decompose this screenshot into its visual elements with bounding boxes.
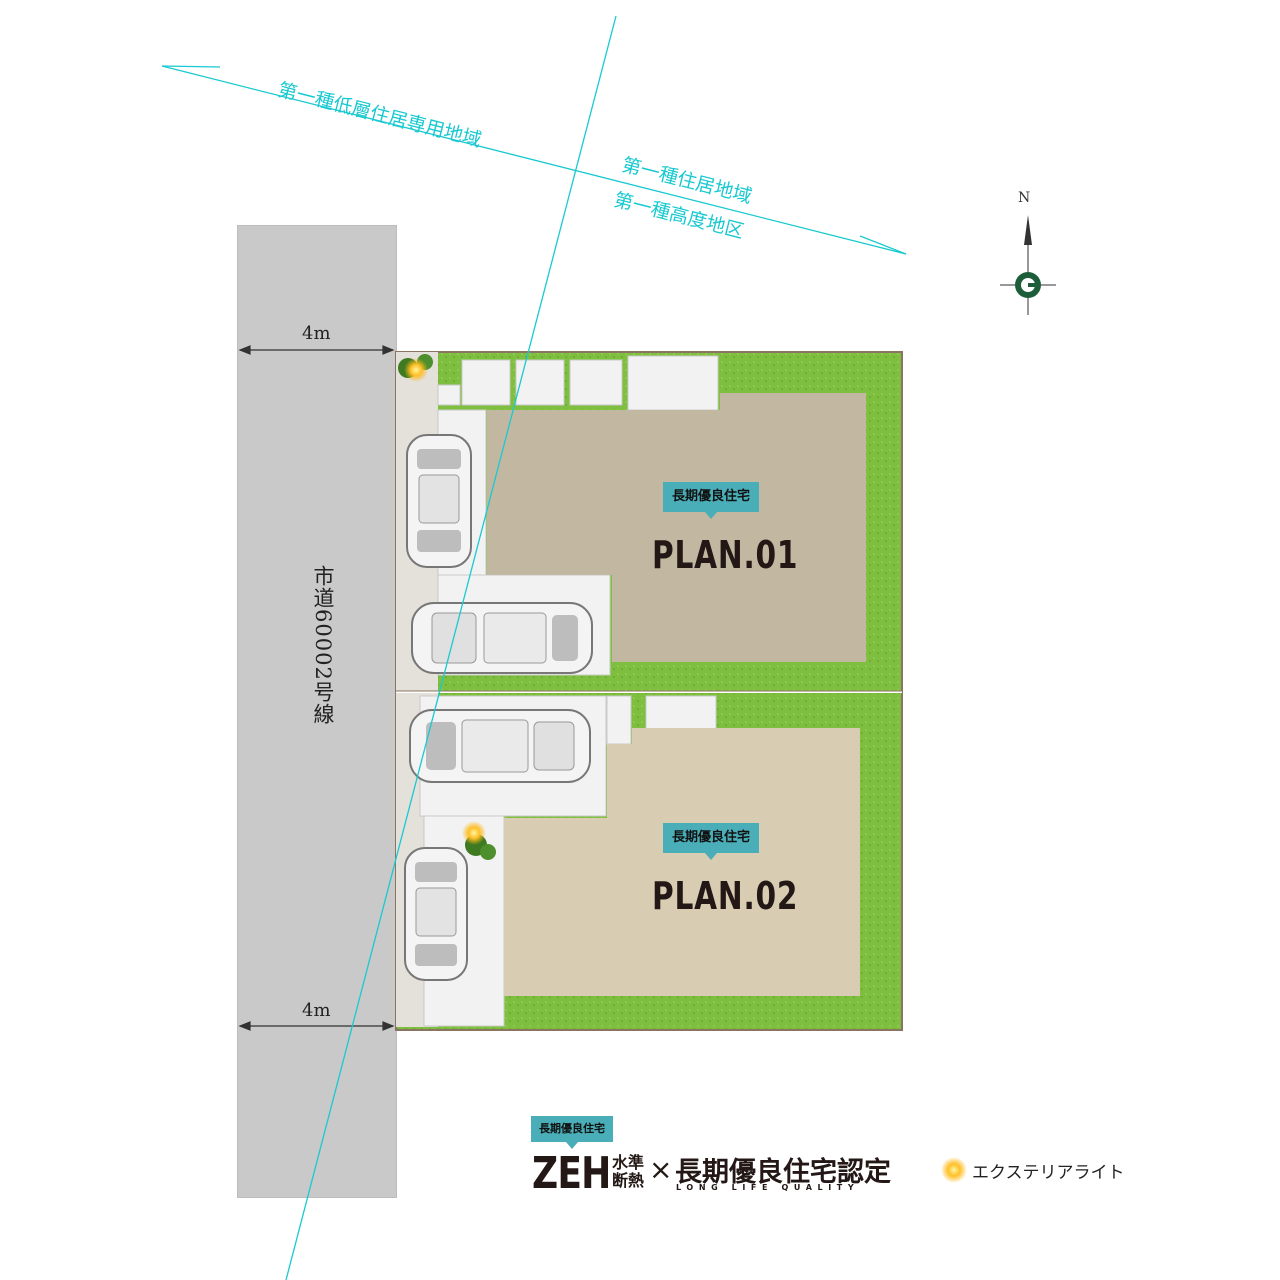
house-plan-02	[504, 728, 860, 996]
road-width-label-top: 4m	[302, 323, 331, 344]
plan02-title: PLAN.02	[652, 874, 799, 918]
house-plan-01	[487, 393, 866, 662]
zoning-line-diagonal	[161, 65, 907, 255]
car-lot2-vertical	[404, 847, 468, 981]
car-lot1-horizontal	[411, 602, 593, 674]
plan01-title: PLAN.01	[652, 533, 799, 577]
car-lot1-vertical	[406, 434, 472, 568]
cert-title: 長期優良住宅認定	[675, 1157, 891, 1188]
exterior-light-lot1	[404, 358, 428, 382]
badge-times-sign: ×	[649, 1153, 673, 1186]
road-name-label: 市道60002号線	[311, 565, 335, 725]
cert-subtitle: LONG LIFE QUALITY	[676, 1183, 860, 1192]
zeh-sub-2: 断熱	[612, 1171, 645, 1190]
zoning-line-arrow-left	[161, 65, 221, 68]
exterior-light-legend-icon	[941, 1157, 967, 1183]
badge-tag: 長期優良住宅	[531, 1116, 613, 1149]
zoning-boundary-lines	[161, 15, 907, 1280]
zeh-logo: ZEH	[532, 1148, 611, 1199]
compass-icon	[1000, 215, 1056, 315]
road-width-label-bottom: 4m	[302, 1000, 331, 1021]
plan01-tag: 長期優良住宅	[663, 482, 759, 519]
zoning-line-arrow-right	[859, 235, 907, 255]
plan02-tag: 長期優良住宅	[663, 823, 759, 860]
zeh-sub-1: 水準	[612, 1153, 645, 1172]
zoning-line-steep	[285, 15, 617, 1280]
road-width-dimension-top	[238, 345, 395, 355]
road-width-dimension-bottom	[238, 1021, 395, 1031]
exterior-light-legend-label: エクステリアライト	[972, 1163, 1125, 1183]
city-road	[237, 225, 397, 1198]
compass-north-label: N	[1018, 190, 1031, 206]
exterior-light-lot2	[462, 821, 486, 845]
car-lot2-horizontal	[409, 709, 591, 783]
